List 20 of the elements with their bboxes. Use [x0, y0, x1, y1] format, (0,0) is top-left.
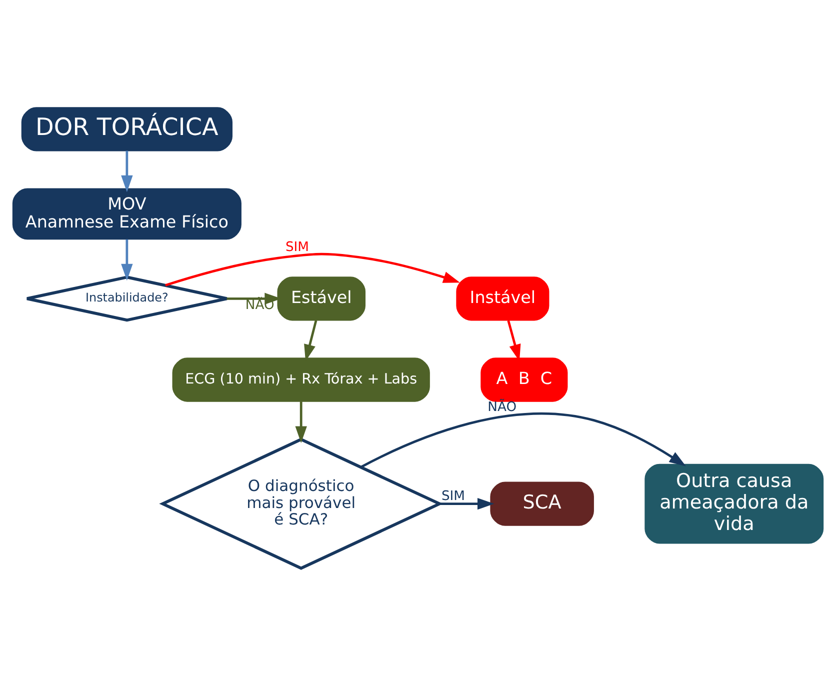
arrow	[121, 238, 133, 280]
arrow	[165, 252, 460, 286]
edge-label: NÃO	[488, 399, 517, 414]
node-box: ECG (10 min) + Rx Tórax + Labs	[172, 357, 430, 402]
arrow	[507, 320, 521, 361]
arrow	[295, 401, 307, 442]
node-box: Instável	[456, 276, 550, 320]
node-box: Outra causa ameaçadora da vida	[644, 463, 824, 544]
arrow	[121, 150, 133, 192]
node-box: Estável	[277, 276, 366, 320]
arrow	[440, 497, 494, 510]
edge-label: SIM	[441, 488, 465, 504]
arrow	[304, 320, 318, 361]
node-box: DOR TORÁCICA	[21, 106, 232, 151]
node-box: MOV Anamnese Exame Físico	[12, 188, 242, 240]
node-box: SCA	[490, 481, 594, 526]
edge-label: SIM	[285, 239, 309, 254]
node-diamond: O diagnóstico mais provável é SCA?	[159, 437, 443, 570]
arrow	[360, 412, 686, 468]
node-diamond: Instabilidade?	[26, 275, 228, 322]
